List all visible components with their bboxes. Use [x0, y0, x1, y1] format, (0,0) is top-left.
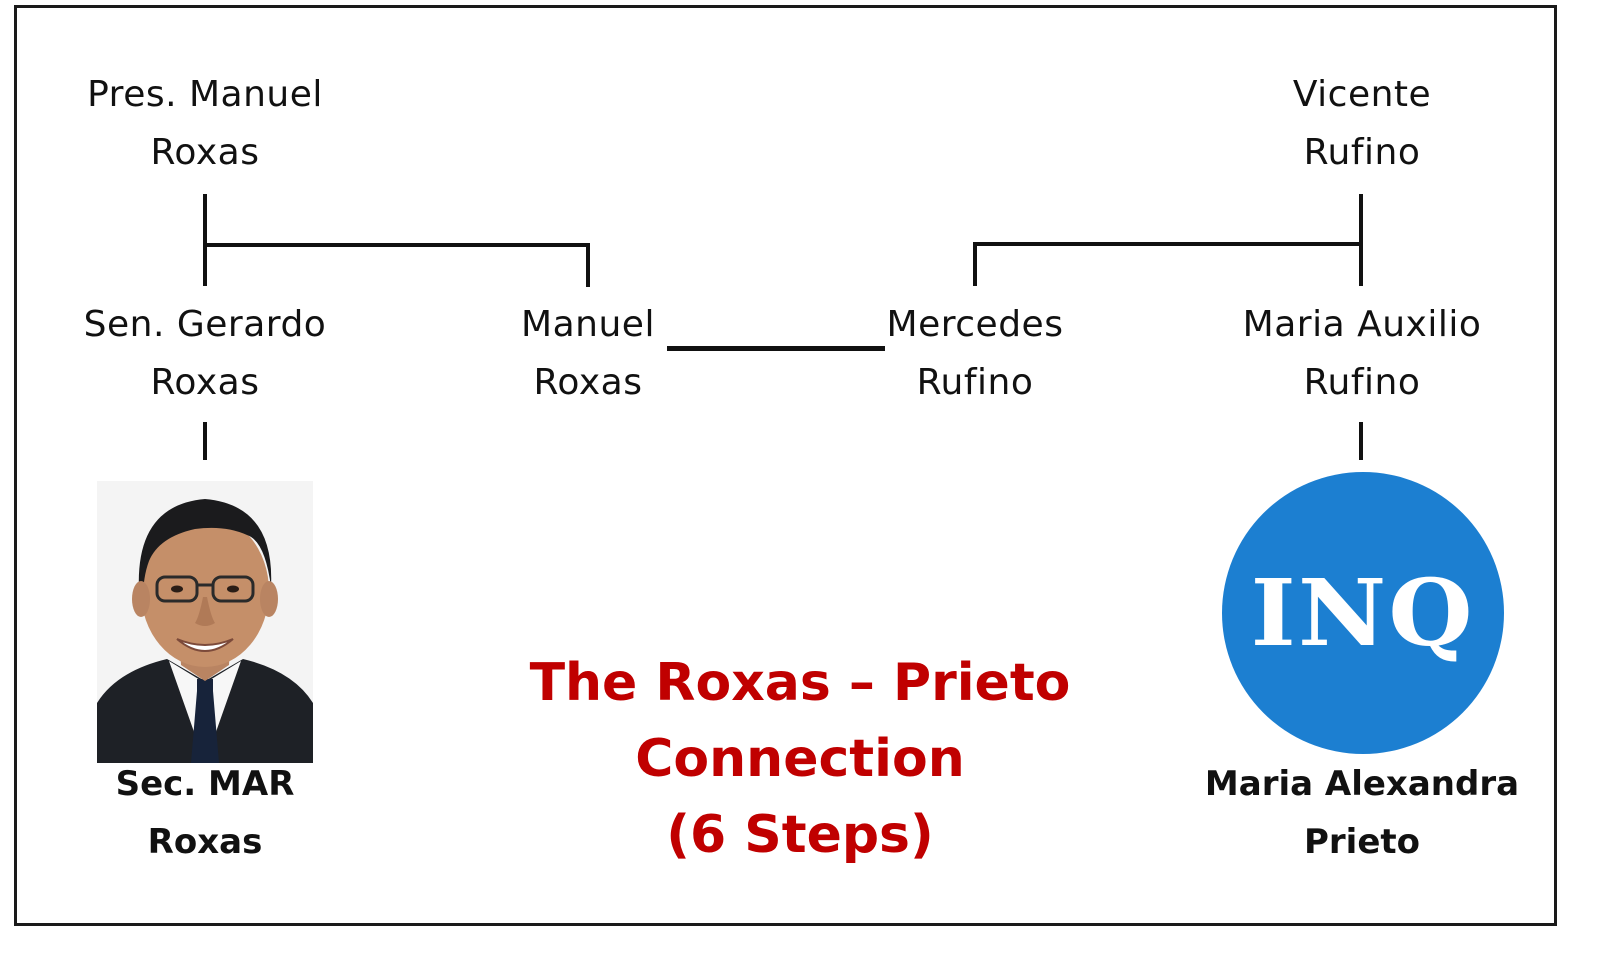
inquirer-logo: INQ — [1222, 472, 1504, 754]
node-maria-alexandra-prieto: Maria Alexandra Prieto — [1182, 755, 1542, 871]
node-line-1: Maria Alexandra — [1204, 764, 1520, 804]
node-line-2: Roxas — [147, 822, 263, 862]
connector-left-horizontal — [203, 243, 590, 247]
connector-left-vertical-upper — [203, 194, 207, 286]
node-line-2: Rufino — [916, 362, 1034, 403]
connector-right-horizontal — [973, 242, 1363, 246]
node-vicente-rufino: Vicente Rufino — [1202, 66, 1522, 182]
connector-marriage — [667, 346, 885, 351]
connector-right-vertical-upper — [1359, 194, 1363, 286]
man-portrait-photo — [97, 481, 313, 763]
diagram-title: The Roxas – Prieto Connection (6 Steps) — [480, 645, 1120, 873]
node-pres-manuel-roxas: Pres. Manuel Roxas — [45, 66, 365, 182]
node-line-1: Sec. MAR — [115, 764, 295, 804]
connector-left-drop — [586, 243, 590, 287]
node-sen-gerardo-roxas: Sen. Gerardo Roxas — [45, 296, 365, 412]
node-line-1: Pres. Manuel — [87, 74, 323, 115]
connector-right-drop — [973, 242, 977, 286]
title-line-2: Connection — [635, 729, 965, 789]
title-line-3: (6 Steps) — [666, 805, 934, 865]
node-line-2: Roxas — [533, 362, 643, 403]
diagram-frame — [14, 5, 1557, 926]
node-sec-mar-roxas: Sec. MAR Roxas — [25, 755, 385, 871]
node-manuel-roxas: Manuel Roxas — [428, 296, 748, 412]
logo-text: INQ — [1251, 559, 1475, 667]
connector-gerardo-to-mar — [203, 422, 207, 460]
node-line-2: Rufino — [1303, 132, 1421, 173]
node-line-2: Roxas — [150, 362, 260, 403]
connector-auxilio-to-prieto — [1359, 422, 1363, 460]
node-maria-auxilio-rufino: Maria Auxilio Rufino — [1202, 296, 1522, 412]
title-line-1: The Roxas – Prieto — [529, 653, 1071, 713]
node-line-1: Manuel — [521, 304, 655, 345]
node-line-2: Rufino — [1303, 362, 1421, 403]
portrait-illustration — [97, 481, 313, 763]
node-line-1: Sen. Gerardo — [83, 304, 327, 345]
node-line-2: Roxas — [150, 132, 260, 173]
node-mercedes-rufino: Mercedes Rufino — [815, 296, 1135, 412]
node-line-1: Maria Auxilio — [1242, 304, 1482, 345]
node-line-1: Vicente — [1292, 74, 1432, 115]
node-line-1: Mercedes — [886, 304, 1064, 345]
node-line-2: Prieto — [1303, 822, 1420, 862]
